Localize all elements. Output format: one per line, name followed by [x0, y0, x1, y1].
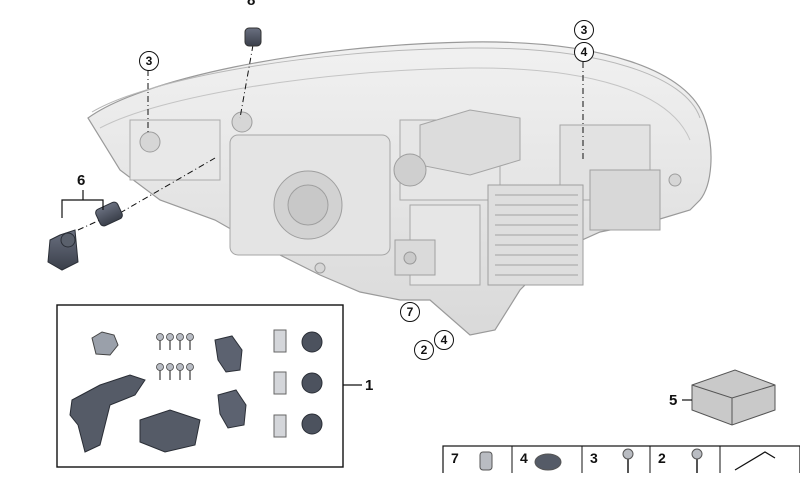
part-8-bulb-cap [244, 27, 262, 47]
headlamp-housing [87, 41, 712, 336]
part-6-bulb-assembly [47, 190, 123, 271]
strip-cell-4: 4 [520, 450, 528, 466]
callout-3-right: 3 [574, 20, 594, 40]
parts-strip [442, 445, 800, 477]
part-5-box [682, 369, 776, 426]
callout-2-bottom: 2 [414, 340, 434, 360]
leader-lines [77, 44, 584, 231]
callout-4-right: 4 [574, 42, 594, 62]
kit-box-1 [56, 304, 362, 468]
label-1: 1 [365, 377, 374, 394]
strip-cell-3: 3 [590, 450, 598, 466]
callout-3-left: 3 [139, 51, 159, 71]
callout-4-bottom: 4 [434, 330, 454, 350]
label-5: 5 [669, 392, 678, 409]
strip-cell-7: 7 [451, 450, 459, 466]
callout-7: 7 [400, 302, 420, 322]
label-6: 6 [77, 172, 86, 189]
strip-cell-2: 2 [658, 450, 666, 466]
label-8: 8 [247, 0, 256, 9]
